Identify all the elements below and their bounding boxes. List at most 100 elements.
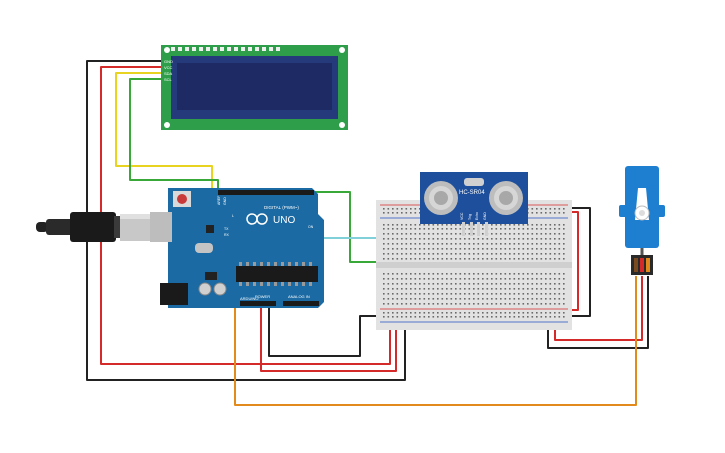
breadboard-hole[interactable] bbox=[536, 273, 538, 275]
breadboard-hole[interactable] bbox=[549, 212, 552, 214]
breadboard-hole[interactable] bbox=[392, 238, 394, 240]
breadboard-hole[interactable] bbox=[432, 298, 435, 300]
breadboard-hole[interactable] bbox=[522, 273, 525, 275]
breadboard-hole[interactable] bbox=[531, 238, 534, 240]
breadboard-hole[interactable] bbox=[558, 212, 561, 214]
breadboard-hole[interactable] bbox=[500, 316, 502, 318]
breadboard-hole[interactable] bbox=[468, 283, 471, 285]
breadboard-hole[interactable] bbox=[464, 278, 466, 280]
breadboard-hole[interactable] bbox=[486, 243, 489, 245]
breadboard-hole[interactable] bbox=[536, 243, 538, 245]
breadboard-hole[interactable] bbox=[423, 248, 426, 250]
breadboard-hole[interactable] bbox=[491, 303, 493, 305]
breadboard-hole[interactable] bbox=[482, 288, 484, 290]
breadboard-hole[interactable] bbox=[513, 258, 516, 260]
breadboard-hole[interactable] bbox=[495, 233, 498, 235]
breadboard-hole[interactable] bbox=[410, 233, 412, 235]
breadboard-hole[interactable] bbox=[491, 278, 493, 280]
breadboard-hole[interactable] bbox=[540, 212, 543, 214]
breadboard-hole[interactable] bbox=[396, 293, 399, 295]
breadboard-hole[interactable] bbox=[531, 278, 534, 280]
breadboard-hole[interactable] bbox=[419, 243, 421, 245]
breadboard-hole[interactable] bbox=[410, 253, 412, 255]
breadboard-hole[interactable] bbox=[428, 288, 430, 290]
breadboard-hole[interactable] bbox=[468, 316, 471, 318]
breadboard-hole[interactable] bbox=[383, 293, 385, 295]
breadboard-hole[interactable] bbox=[545, 243, 547, 245]
breadboard-hole[interactable] bbox=[549, 278, 552, 280]
breadboard-hole[interactable] bbox=[459, 228, 462, 230]
breadboard-hole[interactable] bbox=[428, 273, 430, 275]
breadboard-hole[interactable] bbox=[450, 312, 453, 314]
breadboard-hole[interactable] bbox=[468, 248, 471, 250]
breadboard-hole[interactable] bbox=[419, 248, 421, 250]
hc-sr04-ultrasonic-sensor[interactable]: HC-SR04 VCC Trig Echo GND bbox=[420, 172, 528, 236]
breadboard-hole[interactable] bbox=[495, 316, 498, 318]
breadboard-hole[interactable] bbox=[554, 283, 556, 285]
breadboard-hole[interactable] bbox=[513, 243, 516, 245]
breadboard-hole[interactable] bbox=[563, 273, 565, 275]
breadboard-hole[interactable] bbox=[428, 238, 430, 240]
breadboard-hole[interactable] bbox=[540, 238, 543, 240]
breadboard-hole[interactable] bbox=[558, 293, 561, 295]
breadboard-hole[interactable] bbox=[446, 293, 448, 295]
breadboard-hole[interactable] bbox=[473, 224, 475, 226]
breadboard-hole[interactable] bbox=[383, 288, 385, 290]
breadboard-hole[interactable] bbox=[495, 253, 498, 255]
breadboard-hole[interactable] bbox=[477, 312, 480, 314]
breadboard-hole[interactable] bbox=[491, 233, 493, 235]
breadboard-hole[interactable] bbox=[473, 238, 475, 240]
breadboard-hole[interactable] bbox=[491, 293, 493, 295]
breadboard-hole[interactable] bbox=[396, 212, 399, 214]
breadboard-hole[interactable] bbox=[500, 248, 502, 250]
breadboard-hole[interactable] bbox=[536, 298, 538, 300]
breadboard-hole[interactable] bbox=[387, 248, 390, 250]
breadboard-hole[interactable] bbox=[540, 273, 543, 275]
breadboard-hole[interactable] bbox=[392, 303, 394, 305]
breadboard-hole[interactable] bbox=[486, 248, 489, 250]
breadboard-hole[interactable] bbox=[536, 288, 538, 290]
breadboard-hole[interactable] bbox=[477, 298, 480, 300]
breadboard-hole[interactable] bbox=[513, 298, 516, 300]
breadboard-hole[interactable] bbox=[531, 283, 534, 285]
breadboard-hole[interactable] bbox=[482, 248, 484, 250]
breadboard-hole[interactable] bbox=[549, 273, 552, 275]
breadboard-hole[interactable] bbox=[383, 303, 385, 305]
breadboard-hole[interactable] bbox=[477, 293, 480, 295]
breadboard-hole[interactable] bbox=[437, 238, 439, 240]
breadboard-hole[interactable] bbox=[509, 258, 511, 260]
breadboard-hole[interactable] bbox=[527, 298, 529, 300]
breadboard-hole[interactable] bbox=[392, 288, 394, 290]
breadboard-hole[interactable] bbox=[468, 258, 471, 260]
breadboard-hole[interactable] bbox=[540, 278, 543, 280]
breadboard-hole[interactable] bbox=[410, 298, 412, 300]
breadboard-hole[interactable] bbox=[527, 238, 529, 240]
breadboard-hole[interactable] bbox=[396, 303, 399, 305]
breadboard-hole[interactable] bbox=[473, 312, 475, 314]
breadboard-hole[interactable] bbox=[531, 243, 534, 245]
breadboard-hole[interactable] bbox=[473, 273, 475, 275]
breadboard-hole[interactable] bbox=[545, 316, 547, 318]
breadboard-hole[interactable] bbox=[419, 233, 421, 235]
breadboard-hole[interactable] bbox=[450, 243, 453, 245]
breadboard-hole[interactable] bbox=[509, 238, 511, 240]
breadboard-hole[interactable] bbox=[536, 283, 538, 285]
breadboard-hole[interactable] bbox=[482, 238, 484, 240]
breadboard-hole[interactable] bbox=[419, 293, 421, 295]
breadboard-hole[interactable] bbox=[522, 248, 525, 250]
breadboard-hole[interactable] bbox=[383, 312, 385, 314]
breadboard-hole[interactable] bbox=[459, 243, 462, 245]
breadboard-hole[interactable] bbox=[459, 253, 462, 255]
breadboard-hole[interactable] bbox=[491, 243, 493, 245]
breadboard-hole[interactable] bbox=[473, 253, 475, 255]
breadboard-hole[interactable] bbox=[518, 228, 520, 230]
breadboard-hole[interactable] bbox=[423, 228, 426, 230]
breadboard-hole[interactable] bbox=[383, 238, 385, 240]
breadboard-hole[interactable] bbox=[437, 293, 439, 295]
breadboard-hole[interactable] bbox=[446, 228, 448, 230]
breadboard-hole[interactable] bbox=[518, 258, 520, 260]
breadboard-hole[interactable] bbox=[405, 208, 408, 210]
breadboard-hole[interactable] bbox=[531, 293, 534, 295]
breadboard-hole[interactable] bbox=[545, 248, 547, 250]
breadboard-hole[interactable] bbox=[428, 316, 430, 318]
